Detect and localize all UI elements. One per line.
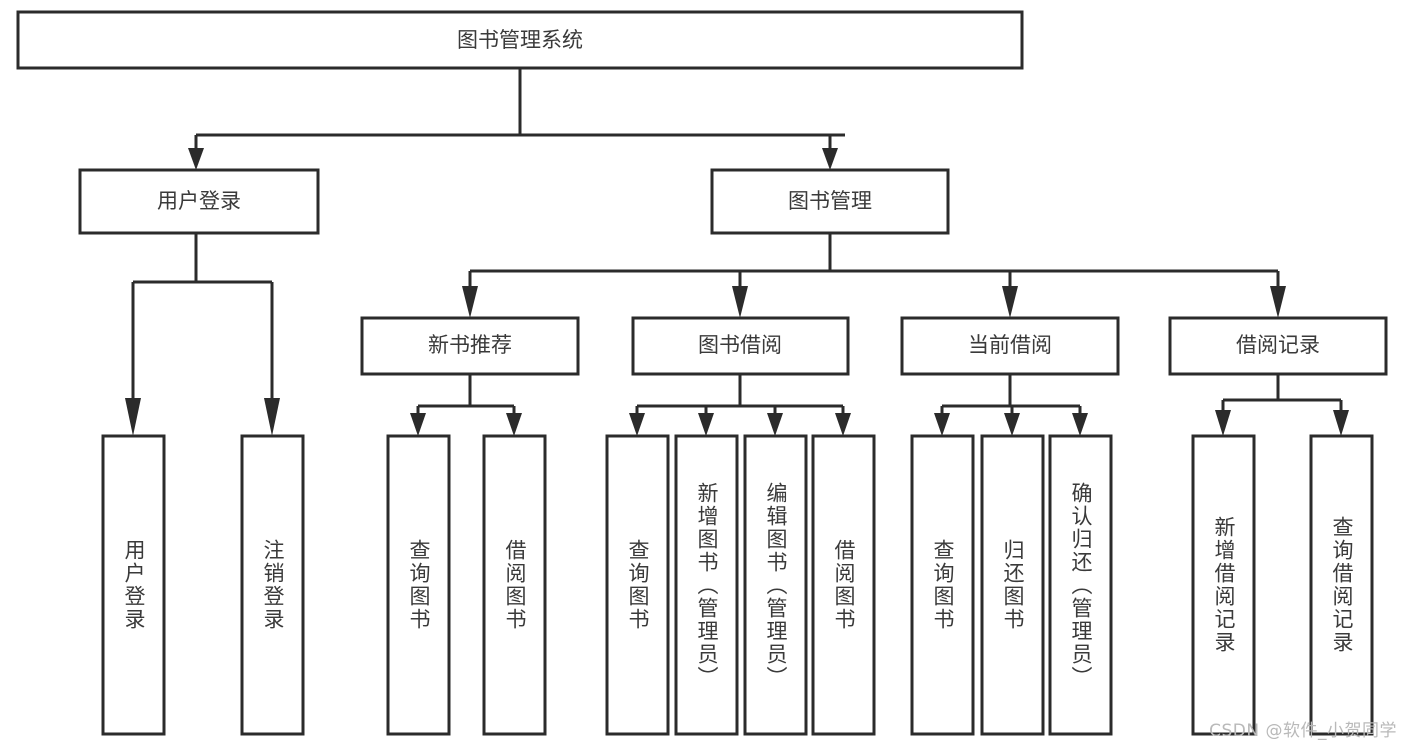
connectors-book-borrow-to-leaves: [629, 374, 851, 436]
connectors-new-book-recommend-to-leaves: [410, 374, 522, 436]
node-user-login[interactable]: [78, 168, 320, 235]
node-book-manage-label: 图书管理: [788, 189, 872, 213]
leaf-box[interactable]: [101, 434, 166, 736]
leaf-box[interactable]: [240, 434, 305, 736]
connectors-current-borrow-to-leaves: [934, 374, 1088, 436]
leaf-box[interactable]: [386, 434, 451, 736]
connectors-root-to-level1: [188, 68, 845, 170]
leaf-box[interactable]: [482, 434, 547, 736]
leaf-box[interactable]: [910, 434, 975, 736]
csdn-watermark: CSDN @软件_小贺同学: [1209, 721, 1397, 741]
node-root[interactable]: [16, 10, 1024, 70]
connectors-user-login-to-leaves: [125, 233, 280, 436]
leaf-box[interactable]: [1191, 434, 1256, 736]
node-borrow-record-label: 借阅记录: [1236, 333, 1320, 357]
leaf-box[interactable]: [980, 434, 1045, 736]
leaf-box[interactable]: [811, 434, 876, 736]
node-book-borrow-label: 图书借阅: [698, 333, 782, 357]
leaf-box[interactable]: [1048, 434, 1113, 736]
node-user-login-label: 用户登录: [157, 189, 241, 213]
connectors-book-manage-to-level2: [462, 233, 1286, 318]
connectors-borrow-record-to-leaves: [1215, 374, 1349, 436]
node-borrow-record[interactable]: [1168, 316, 1388, 376]
leaf-box[interactable]: [1309, 434, 1374, 736]
leaf-box[interactable]: [605, 434, 670, 736]
node-book-manage[interactable]: [710, 168, 950, 235]
node-current-borrow-label: 当前借阅: [968, 333, 1052, 357]
leaf-box[interactable]: [674, 434, 739, 736]
node-current-borrow[interactable]: [900, 316, 1120, 376]
node-book-borrow[interactable]: [631, 316, 850, 376]
node-new-book-recommend[interactable]: [360, 316, 580, 376]
node-new-book-recommend-label: 新书推荐: [428, 333, 512, 357]
node-root-label: 图书管理系统: [457, 28, 583, 52]
leaf-box[interactable]: [743, 434, 808, 736]
